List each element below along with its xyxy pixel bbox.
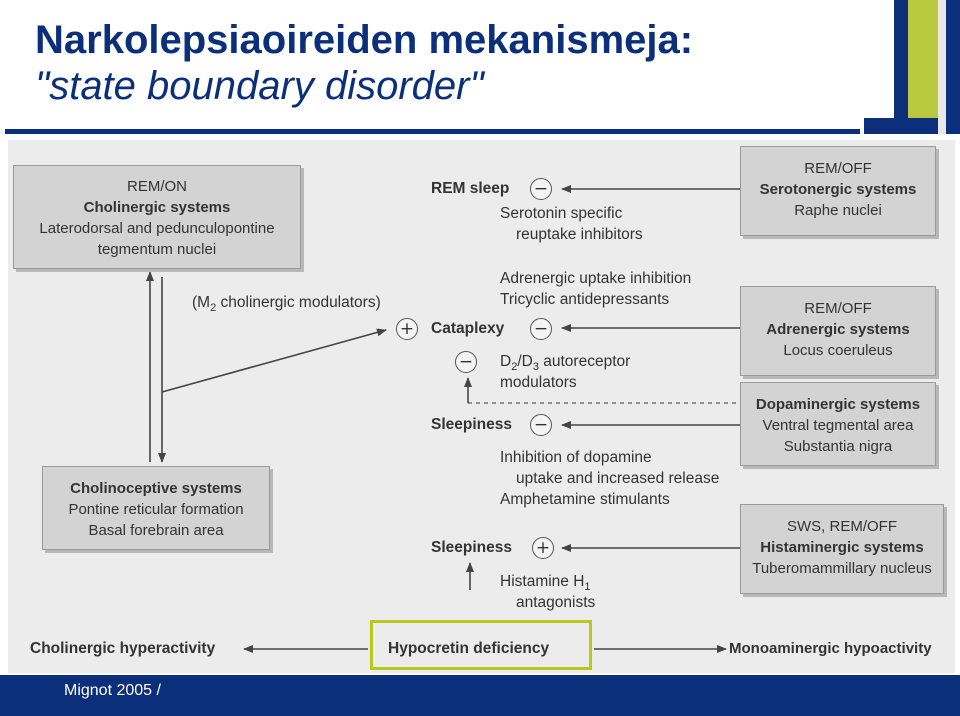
- rem-sleep-label: REM sleep: [431, 180, 510, 197]
- m2-modulators-label: (M2 cholinergic modulators): [192, 294, 381, 315]
- histamine-line1: Histamine H1: [500, 573, 591, 594]
- slide-subtitle: "state boundary disorder": [35, 64, 484, 108]
- adrenergic-line2: Adrenergic systems: [766, 321, 910, 338]
- title-divider: [5, 129, 860, 134]
- histaminergic-box: SWS, REM/OFF Histaminergic systems Tuber…: [740, 504, 944, 594]
- dopamine-line1: Inhibition of dopamine: [500, 449, 652, 466]
- rem-on-box: REM/ON Cholinergic systems Laterodorsal …: [13, 165, 301, 269]
- dopaminergic-line1: Dopaminergic systems: [755, 396, 921, 413]
- dopamine-line3: Amphetamine stimulants: [500, 491, 670, 508]
- cholinoceptive-line1: Cholinoceptive systems: [70, 480, 242, 497]
- footer-citation: Mignot 2005 /: [64, 682, 161, 699]
- cholinoceptive-box: Cholinoceptive systems Pontine reticular…: [42, 466, 270, 550]
- corner-light-strip: [938, 0, 946, 134]
- histamine-line2: antagonists: [516, 594, 596, 611]
- slide-title: Narkolepsiaoireiden mekanismeja:: [35, 18, 694, 62]
- corner-decoration: [864, 0, 960, 134]
- dopaminergic-box: Dopaminergic systems Ventral tegmental a…: [740, 382, 936, 466]
- minus-sign-sleepiness: −: [530, 414, 552, 436]
- serotonergic-line1: REM/OFF: [804, 160, 872, 177]
- hypocretin-deficiency-label: Hypocretin deficiency: [388, 640, 550, 657]
- histaminergic-line1: SWS, REM/OFF: [787, 518, 897, 535]
- serotonergic-box: REM/OFF Serotonergic systems Raphe nucle…: [740, 146, 936, 236]
- adrenergic-box: REM/OFF Adrenergic systems Locus coerule…: [740, 286, 936, 376]
- minus-sign-cataplexy: −: [530, 318, 552, 340]
- histaminergic-line3: Tuberomammillary nucleus: [752, 560, 932, 577]
- ssri-line1: Serotonin specific: [500, 205, 623, 222]
- footer-bar: [0, 675, 960, 716]
- adrenergic-line3: Locus coeruleus: [783, 342, 893, 359]
- dopaminergic-line2: Ventral tegmental area: [762, 417, 914, 434]
- arrow-cholinoceptive-cataplexy: [161, 328, 387, 393]
- histaminergic-line2: Histaminergic systems: [760, 539, 924, 556]
- cataplexy-label: Cataplexy: [431, 320, 505, 337]
- serotonergic-line2: Serotonergic systems: [759, 181, 917, 198]
- sleepiness-label-2: Sleepiness: [431, 539, 512, 556]
- dopaminergic-line3: Substantia nigra: [783, 438, 893, 455]
- rem-on-line3: Laterodorsal and pedunculopontine: [39, 220, 275, 237]
- d2-modulators-line2: modulators: [500, 374, 577, 391]
- sleepiness-label-1: Sleepiness: [431, 416, 512, 433]
- ssri-line2: reuptake inhibitors: [516, 226, 643, 243]
- rem-on-line2: Cholinergic systems: [83, 199, 231, 216]
- cholinoceptive-line3: Basal forebrain area: [88, 522, 224, 539]
- minus-sign-rem: −: [530, 178, 552, 200]
- monoaminergic-hypoactivity-label: Monoaminergic hypoactivity: [729, 640, 932, 657]
- rem-on-line1: REM/ON: [127, 178, 187, 195]
- cholinergic-hyperactivity-label: Cholinergic hyperactivity: [30, 640, 216, 657]
- minus-sign-d2: −: [455, 351, 477, 373]
- rem-on-line4: tegmentum nuclei: [97, 241, 217, 258]
- adrenergic-inhibition-line2: Tricyclic antidepressants: [500, 291, 670, 308]
- d2-modulators-line1: D2/D3 autoreceptor: [500, 353, 631, 374]
- plus-sign-sleepiness: +: [532, 537, 554, 559]
- adrenergic-line1: REM/OFF: [804, 300, 872, 317]
- cholinoceptive-line2: Pontine reticular formation: [68, 501, 244, 518]
- dopamine-line2: uptake and increased release: [516, 470, 720, 487]
- adrenergic-inhibition-line1: Adrenergic uptake inhibition: [500, 270, 692, 287]
- hypocretin-highlight-box: [370, 620, 592, 670]
- plus-sign-cataplexy: +: [396, 318, 418, 340]
- serotonergic-line3: Raphe nuclei: [794, 202, 882, 219]
